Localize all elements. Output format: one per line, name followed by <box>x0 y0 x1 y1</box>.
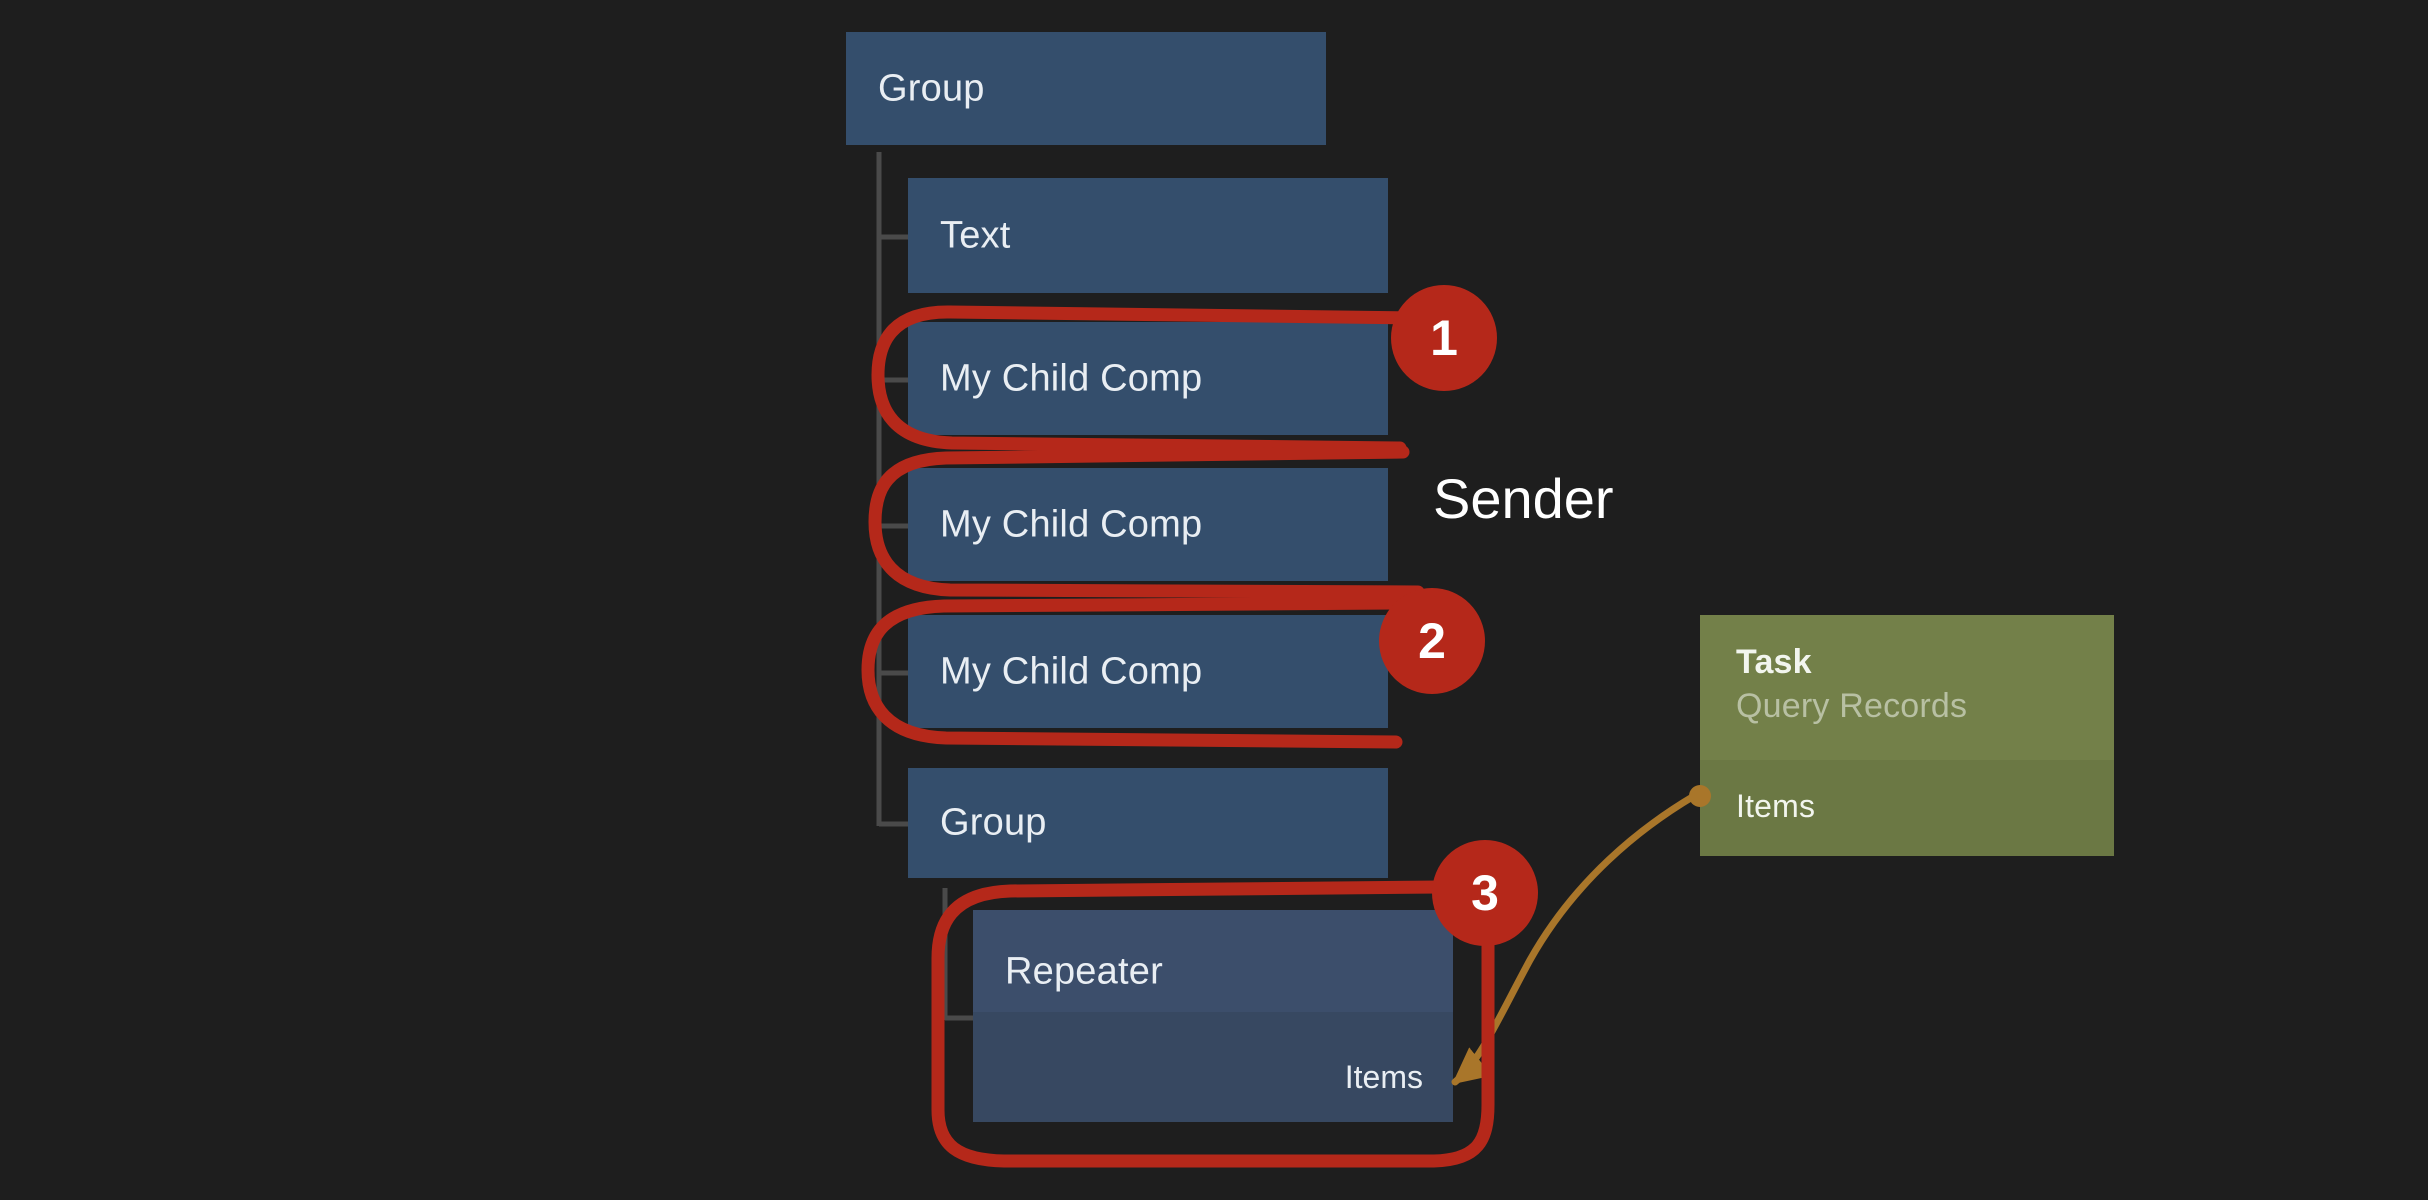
annotation-badge-number: 1 <box>1430 310 1458 366</box>
tree-node-text[interactable]: Text <box>908 178 1388 293</box>
task-items-port-label[interactable]: Items <box>1736 788 1816 824</box>
tree-node-repeater[interactable]: Repeater Items <box>973 910 1453 1122</box>
tree-node-label: My Child Comp <box>940 357 1203 399</box>
tree-node-label: My Child Comp <box>940 503 1203 545</box>
repeater-items-port-label[interactable]: Items <box>1344 1059 1423 1095</box>
highlight-outline-3 <box>861 596 1412 749</box>
tree-node-label: Text <box>940 214 1011 256</box>
task-to-repeater-wire <box>1451 792 1698 1086</box>
tree-node-my-child-comp-1[interactable]: My Child Comp <box>908 322 1388 435</box>
task-node[interactable]: Task Query Records Items <box>1700 615 2114 856</box>
annotation-badge-2: 2 <box>1379 588 1485 694</box>
highlight-outline-1 <box>871 305 1424 455</box>
highlight-outline-2 <box>868 445 1425 599</box>
task-node-subtitle: Query Records <box>1736 687 1968 725</box>
task-node-title: Task <box>1736 643 1812 681</box>
tree-node-my-child-comp-2[interactable]: My Child Comp <box>908 468 1388 581</box>
tree-node-group-root[interactable]: Group <box>846 32 1326 145</box>
annotation-badge-3: 3 <box>1432 840 1538 946</box>
tree-node-label: Group <box>940 801 1047 844</box>
task-items-port-dot[interactable] <box>1689 785 1711 807</box>
tree-node-label: Repeater <box>1005 950 1163 993</box>
tree-node-label: My Child Comp <box>940 650 1203 692</box>
annotation-badge-number: 3 <box>1471 865 1499 921</box>
annotation-badge-number: 2 <box>1418 613 1446 669</box>
sender-caption: Sender <box>1433 467 1614 530</box>
highlight-outline-repeater <box>931 880 1495 1168</box>
annotation-badge-1: 1 <box>1391 285 1497 391</box>
tree-node-label: Group <box>878 67 985 109</box>
tree-node-group-nested[interactable]: Group <box>908 768 1388 878</box>
tree-node-my-child-comp-3[interactable]: My Child Comp <box>908 615 1388 728</box>
